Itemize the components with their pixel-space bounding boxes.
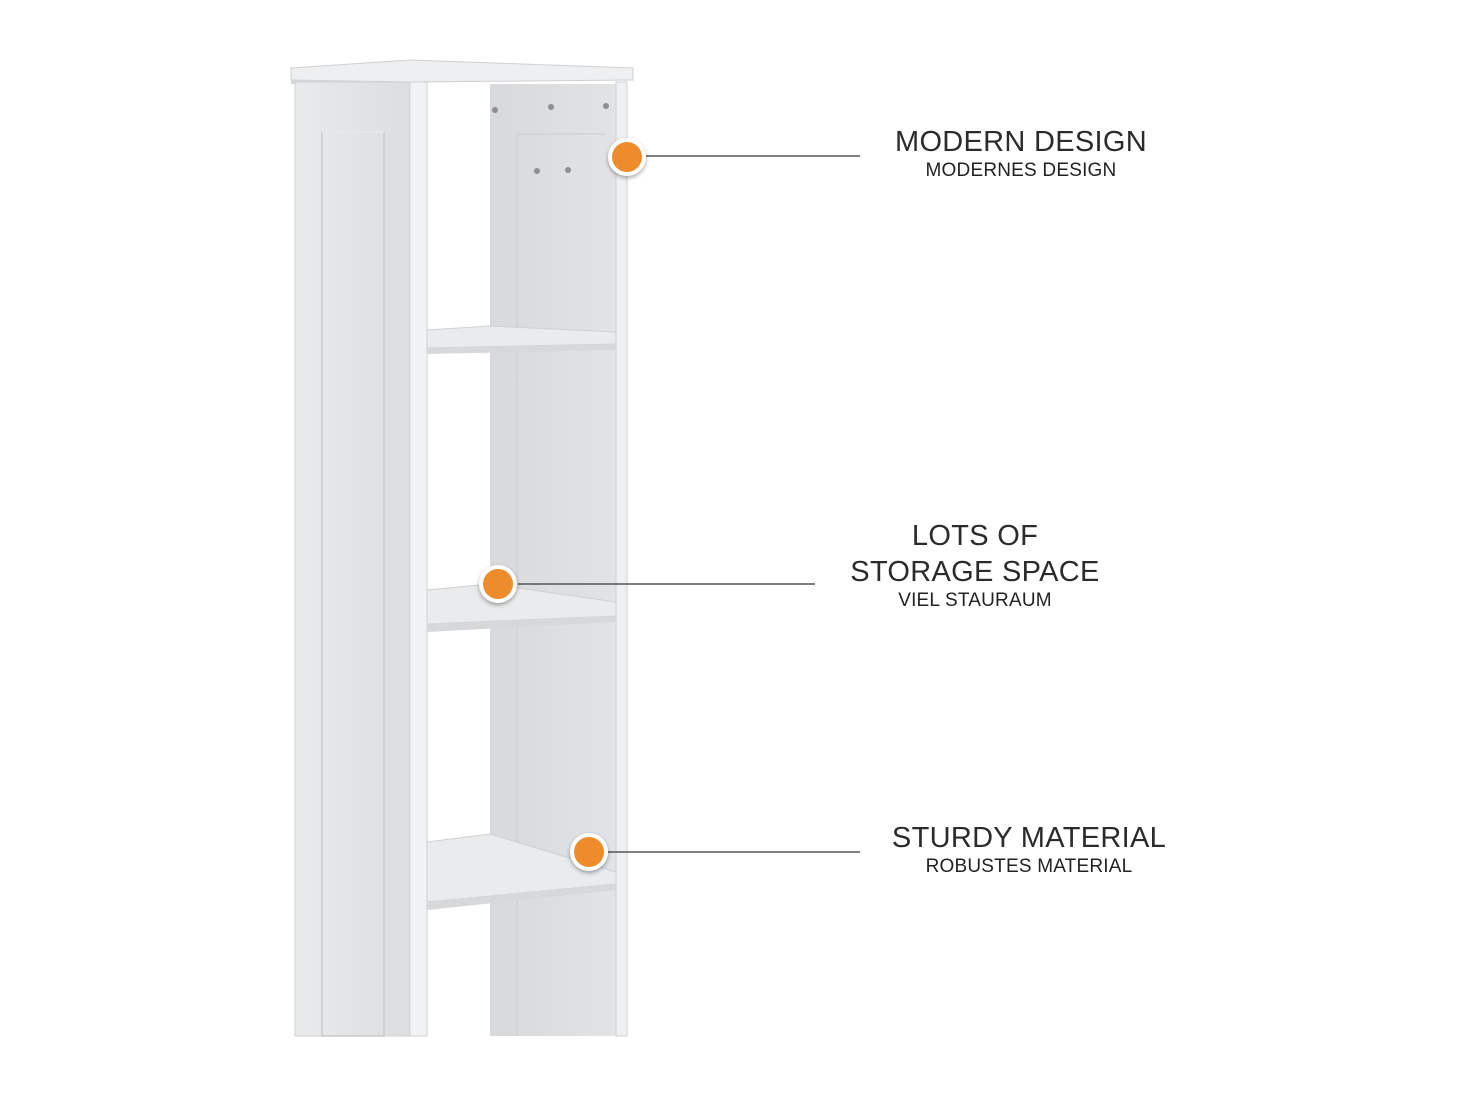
feature-subtitle: ROBUSTES MATERIAL: [925, 856, 1133, 877]
shelf-board-1: [426, 325, 617, 354]
feature-label-storage-space: LOTS OF STORAGE SPACE VIEL STAURAUM: [830, 518, 1120, 612]
shelf-right-side-panel: [615, 81, 628, 1037]
shelf-left-front-edge: [409, 81, 428, 1037]
orange-dot-icon: [608, 138, 646, 176]
feature-title: MODERN DESIGN: [894, 126, 1148, 158]
feature-subtitle: VIEL STAURAUM: [898, 590, 1052, 611]
feature-title: STURDY MATERIAL: [891, 822, 1167, 854]
feature-label-modern-design: MODERN DESIGN MODERNES DESIGN: [880, 124, 1162, 182]
feature-title: STORAGE SPACE: [850, 556, 1100, 588]
shelf-board-3: [426, 833, 617, 910]
feature-title: LOTS OF: [911, 520, 1039, 552]
feature-label-sturdy-material: STURDY MATERIAL ROBUSTES MATERIAL: [874, 820, 1184, 878]
feature-subtitle: MODERNES DESIGN: [925, 160, 1117, 181]
orange-dot-icon: [570, 833, 608, 871]
orange-dot-icon: [479, 565, 517, 603]
shelf-left-side-panel: [294, 81, 411, 1037]
